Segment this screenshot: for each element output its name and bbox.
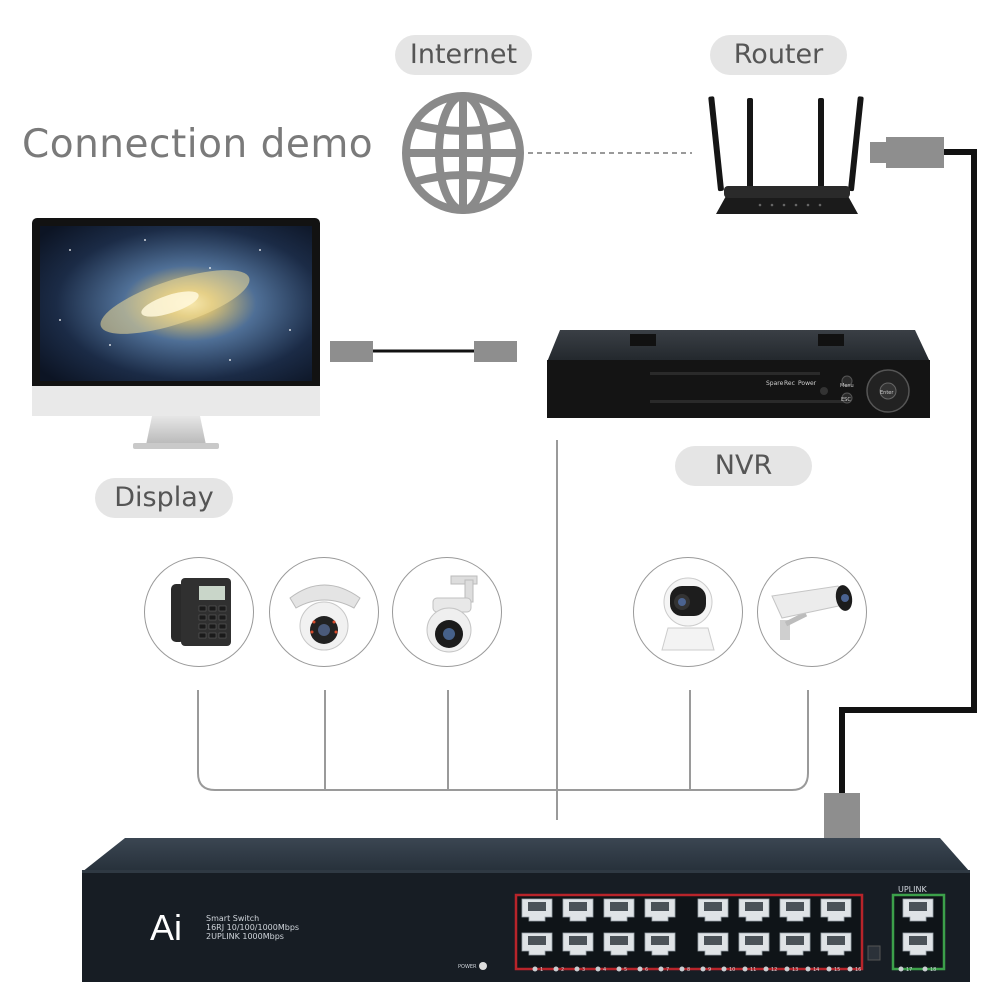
port-label-11-led: [742, 966, 748, 972]
router-icon: [708, 96, 864, 214]
port-label-5: 5: [624, 967, 627, 973]
port-label-5-led: [616, 966, 622, 972]
ethernet-port-16-socket: [827, 936, 845, 945]
nvr-spare-label: Spare: [766, 380, 784, 387]
nvr-menu-label: Menu: [840, 383, 854, 389]
port-label-1-led: [532, 966, 538, 972]
port-label-13: 13: [792, 967, 798, 973]
port-label-2: 2: [561, 967, 564, 973]
nvr-power-label: Power: [798, 380, 817, 387]
port-label-2-led: [553, 966, 559, 972]
ethernet-port-7-socket: [651, 902, 669, 911]
port-label-17: 17: [906, 967, 912, 973]
port-label-7-led: [658, 966, 664, 972]
nvr-esc-label: ESC: [841, 397, 851, 403]
port-label-8-led: [679, 966, 685, 972]
port-label-3: 3: [582, 967, 585, 973]
ethernet-port-1-socket: [528, 902, 546, 911]
ethernet-port-6-socket: [610, 936, 628, 945]
port-label-18-led: [922, 966, 928, 972]
uplink-cable: [824, 137, 977, 838]
port-label-10-led: [721, 966, 727, 972]
ptz-camera-icon: [426, 575, 478, 653]
power-label: POWER: [458, 964, 477, 970]
port-label-6: 6: [645, 967, 648, 973]
ethernet-port-11-socket: [745, 902, 763, 911]
nvr-label: NVR: [675, 446, 812, 486]
ethernet-port-8-socket: [651, 936, 669, 945]
port-label-7: 7: [666, 967, 669, 973]
ethernet-port-2-socket: [528, 936, 546, 945]
port-label-16-led: [847, 966, 853, 972]
video-cable: [330, 341, 517, 362]
nvr-rec-label: Rec: [784, 380, 795, 387]
switch-model-line3: 2UPLINK 1000Mbps: [206, 932, 284, 941]
diagram-title: Connection demo: [22, 122, 374, 167]
indoor-camera-device: [633, 557, 743, 667]
port-label-12: 12: [771, 967, 777, 973]
port-label-1: 1: [540, 967, 543, 973]
switch-model-line1: Smart Switch: [206, 914, 259, 923]
port-label-15: 15: [834, 967, 840, 973]
port-label-14: 14: [813, 967, 819, 973]
uplink-port-18-socket: [909, 936, 927, 945]
port-label-14-led: [805, 966, 811, 972]
phone-icon: [171, 578, 231, 646]
port-label-17-led: [898, 966, 904, 972]
ethernet-port-5-socket: [610, 902, 628, 911]
uplink-port-17-socket: [909, 902, 927, 911]
globe-icon: [402, 92, 524, 214]
ethernet-port-3-socket: [569, 902, 587, 911]
port-label-4: 4: [603, 967, 606, 973]
port-label-3-led: [574, 966, 580, 972]
bullet-camera-icon: [771, 585, 853, 640]
port-label-12-led: [763, 966, 769, 972]
port-label-10: 10: [729, 967, 735, 973]
nvr-enter-label: Enter: [880, 390, 894, 396]
port-label-18: 18: [930, 967, 936, 973]
dome-camera-device: [269, 557, 379, 667]
indoor-camera-icon: [661, 577, 715, 651]
poe-device-links: [197, 690, 809, 791]
ethernet-port-9-socket: [704, 902, 722, 911]
port-label-9: 9: [708, 967, 711, 973]
display-monitor: [32, 218, 320, 449]
nvr-device: [547, 330, 930, 418]
display-label: Display: [95, 478, 233, 518]
ethernet-port-15-socket: [827, 902, 845, 911]
port-label-11: 11: [750, 967, 756, 973]
switch-model-line2: 16RJ 10/100/1000Mbps: [206, 923, 299, 932]
ethernet-port-12-socket: [745, 936, 763, 945]
port-label-6-led: [637, 966, 643, 972]
port-label-13-led: [784, 966, 790, 972]
router-label: Router: [710, 35, 847, 75]
switch-logo: Ai: [150, 907, 182, 948]
uplink-label: UPLINK: [898, 885, 927, 894]
port-label-15-led: [826, 966, 832, 972]
ethernet-port-10-socket: [704, 936, 722, 945]
port-label-4-led: [595, 966, 601, 972]
bullet-camera-device: [757, 557, 867, 667]
port-label-8: 8: [687, 967, 690, 973]
phone-device: [144, 557, 254, 667]
ethernet-port-13-socket: [786, 902, 804, 911]
dome-camera-icon: [289, 584, 361, 651]
port-label-9-led: [700, 966, 706, 972]
port-label-16: 16: [855, 967, 861, 973]
ptz-camera-device: [392, 557, 502, 667]
ethernet-port-4-socket: [569, 936, 587, 945]
internet-label: Internet: [395, 35, 532, 75]
ethernet-port-14-socket: [786, 936, 804, 945]
